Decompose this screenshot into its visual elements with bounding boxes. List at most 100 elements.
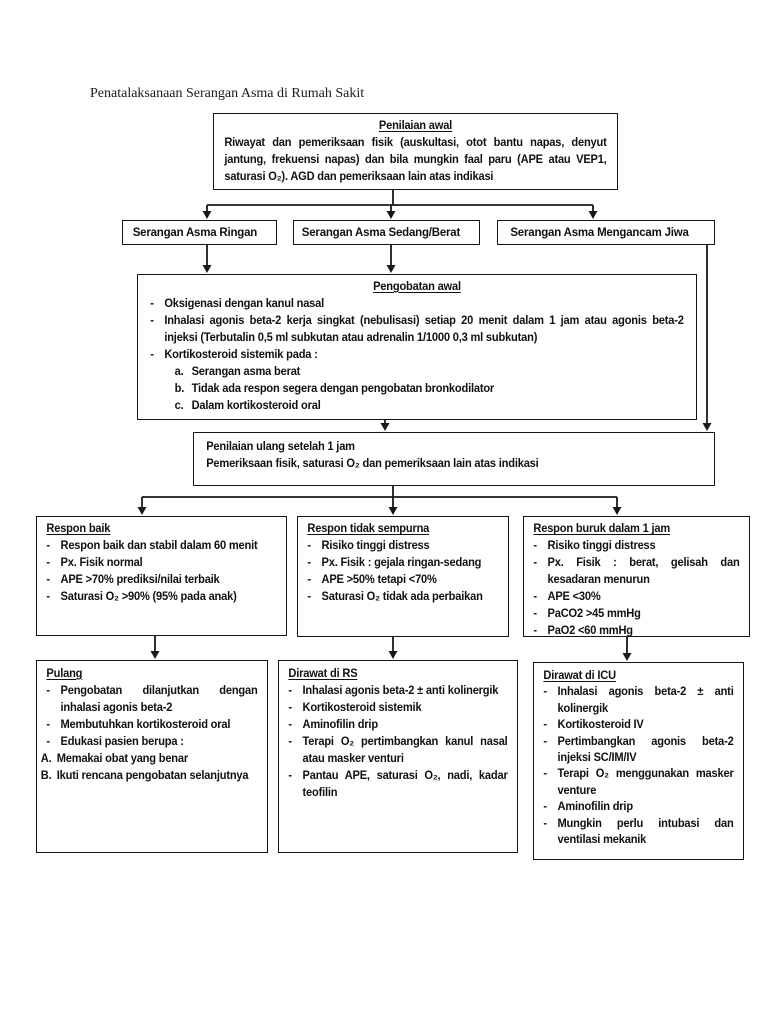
- bullet: -: [543, 684, 547, 699]
- list-item: -Aminofilin drip: [543, 799, 633, 814]
- arrowhead: [388, 507, 398, 515]
- initial-treatment-box: Pengobatan awal -Oksigenasi dengan kanul…: [137, 274, 697, 420]
- bullet: -: [307, 555, 311, 569]
- bullet: -: [46, 683, 50, 697]
- bullet: -: [533, 589, 537, 603]
- list-item: -Oksigenasi dengan kanul nasal: [150, 296, 325, 310]
- list-item: -Pengobatan dilanjutkan dengan inhalasi …: [46, 683, 258, 714]
- list-item: -Saturasi O₂ tidak ada perbaikan: [307, 589, 483, 603]
- severity-lifethreat-label: Serangan Asma Mengancam Jiwa: [510, 225, 689, 239]
- list-item: B.Ikuti rencana pengobatan selanjutnya: [40, 768, 249, 782]
- disposition-icu-heading: Dirawat di ICU: [543, 668, 616, 682]
- disposition-rs-heading: Dirawat di RS: [288, 666, 358, 680]
- list-item: -Inhalasi agonis beta-2 kerja singkat (n…: [150, 313, 684, 344]
- arrowhead: [386, 265, 396, 273]
- connector-reassess-to-responses: [141, 486, 618, 508]
- disposition-icu-box: Dirawat di ICU -Inhalasi agonis beta-2 ±…: [533, 662, 744, 860]
- list-item: -Membutuhkan kortikosteroid oral: [46, 717, 231, 731]
- bullet: -: [288, 768, 292, 782]
- list-item: -Risiko tinggi distress: [533, 538, 656, 552]
- reassessment-box: Penilaian ulang setelah 1 jam Pemeriksaa…: [193, 432, 715, 486]
- bullet: -: [46, 717, 50, 731]
- arrowhead: [612, 507, 622, 515]
- bullet: -: [543, 799, 547, 814]
- reassessment-line1: Penilaian ulang setelah 1 jam: [206, 439, 355, 453]
- list-item: A.Memakai obat yang benar: [40, 751, 189, 765]
- severity-lifethreat-box: Serangan Asma Mengancam Jiwa: [497, 220, 715, 245]
- list-item: -Terapi O₂ menggunakan masker venture: [543, 766, 734, 797]
- list-item: a.Serangan asma berat: [174, 364, 301, 378]
- severity-mild-label: Serangan Asma Ringan: [132, 225, 258, 239]
- severity-moderate-box: Serangan Asma Sedang/Berat: [293, 220, 480, 245]
- initial-assessment-body: Riwayat dan pemeriksaan fisik (auskultas…: [224, 135, 607, 183]
- bullet: -: [150, 296, 154, 310]
- list-item: -PaO2 <60 mmHg: [533, 623, 633, 637]
- bullet: -: [543, 815, 547, 830]
- bullet: -: [288, 734, 292, 748]
- list-item: -PaCO2 >45 mmHg: [533, 606, 641, 620]
- initial-treatment-heading: Pengobatan awal: [373, 279, 461, 293]
- list-item: -Kortikosteroid IV: [543, 717, 644, 732]
- arrowhead: [386, 211, 396, 219]
- response-incomplete-heading: Respon tidak sempurna: [307, 521, 430, 535]
- response-poor-heading: Respon buruk dalam 1 jam: [533, 521, 671, 535]
- disposition-pulang-heading: Pulang: [46, 666, 83, 680]
- list-item: -APE >70% prediksi/nilai terbaik: [46, 572, 220, 586]
- list-item: -Px. Fisik normal: [46, 555, 143, 569]
- response-incomplete-box: Respon tidak sempurna -Risiko tinggi dis…: [297, 516, 509, 637]
- bullet: -: [543, 733, 547, 748]
- initial-assessment-box: Penilaian awal Riwayat dan pemeriksaan f…: [213, 113, 618, 190]
- arrowhead: [202, 265, 212, 273]
- arrowhead: [150, 651, 160, 659]
- arrowhead: [137, 507, 147, 515]
- arrowhead: [202, 211, 212, 219]
- response-good-box: Respon baik -Respon baik dan stabil dala…: [36, 516, 287, 636]
- arrowhead: [380, 423, 390, 431]
- bullet: -: [46, 538, 50, 552]
- reassessment-line2: Pemeriksaan fisik, saturasi O₂ dan pemer…: [206, 456, 539, 470]
- list-item: -Edukasi pasien berupa :: [46, 734, 184, 748]
- bullet: -: [150, 313, 154, 327]
- bullet: -: [307, 589, 311, 603]
- bullet: -: [288, 700, 292, 714]
- list-item: -Saturasi O₂ >90% (95% pada anak): [46, 589, 237, 603]
- arrowhead: [622, 653, 632, 661]
- bullet: -: [46, 589, 50, 603]
- arrowhead: [388, 651, 398, 659]
- bullet: -: [533, 538, 537, 552]
- arrowhead: [588, 211, 598, 219]
- bullet: -: [46, 734, 50, 748]
- page-title: Penatalaksanaan Serangan Asma di Rumah S…: [90, 86, 365, 101]
- disposition-rs-box: Dirawat di RS -Inhalasi agonis beta-2 ± …: [278, 660, 518, 853]
- disposition-pulang-box: Pulang -Pengobatan dilanjutkan dengan in…: [36, 660, 268, 853]
- initial-assessment-heading: Penilaian awal: [378, 118, 453, 132]
- list-item: -Pantau APE, saturasi O₂, nadi, kadar te…: [288, 768, 508, 799]
- connector-assess-to-severity: [206, 189, 594, 212]
- bullet: A.: [40, 751, 52, 765]
- list-item: -Px. Fisik : berat, gelisah dan kesadara…: [533, 555, 740, 586]
- list-item: -Px. Fisik : gejala ringan-sedang: [307, 555, 482, 569]
- arrowhead: [702, 423, 712, 431]
- bullet: -: [46, 572, 50, 586]
- list-item: -Aminofilin drip: [288, 717, 378, 731]
- severity-moderate-label: Serangan Asma Sedang/Berat: [301, 225, 461, 239]
- list-item: -APE <30%: [533, 589, 601, 603]
- bullet: a.: [174, 364, 184, 378]
- list-item: -Kortikosteroid sistemik: [288, 700, 422, 714]
- bullet: -: [46, 555, 50, 569]
- bullet: -: [533, 606, 537, 620]
- list-item: -Respon baik dan stabil dalam 60 menit: [46, 538, 258, 552]
- list-item: -Risiko tinggi distress: [307, 538, 430, 552]
- list-item: -APE >50% tetapi <70%: [307, 572, 437, 586]
- response-good-heading: Respon baik: [46, 521, 111, 535]
- bullet: B.: [40, 768, 52, 782]
- bullet: -: [533, 555, 537, 569]
- bullet: -: [543, 717, 547, 732]
- list-item: b.Tidak ada respon segera dengan pengoba…: [174, 381, 495, 395]
- list-item: -Inhalasi agonis beta-2 ± anti kolinergi…: [543, 684, 734, 715]
- list-item: c.Dalam kortikosteroid oral: [174, 398, 321, 412]
- list-item: -Kortikosteroid sistemik pada :: [150, 347, 318, 361]
- bullet: b.: [174, 381, 185, 395]
